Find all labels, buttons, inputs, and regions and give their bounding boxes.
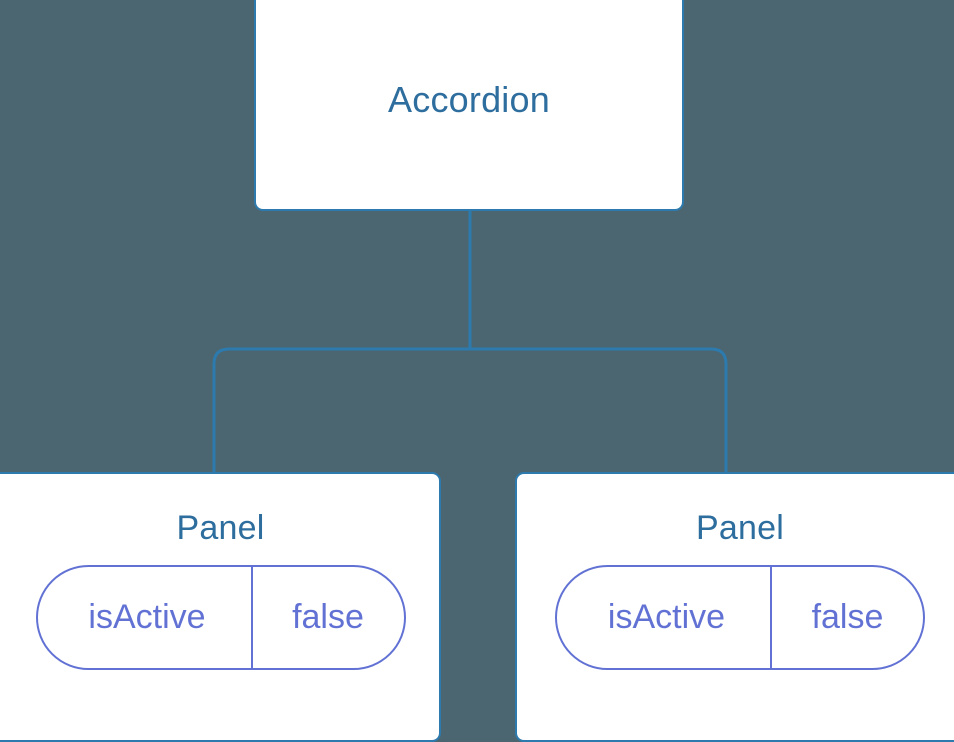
node-title: Accordion [388,78,550,120]
node-body: Panel isActive false [35,509,406,671]
edge-accordion-to-panel-left [212,347,470,476]
edge-accordion-to-panel-right [470,347,728,476]
prop-value: false [292,598,364,637]
prop-divider [250,567,253,669]
prop-key: isActive [88,598,206,637]
prop-pill-isactive[interactable]: isActive false [35,565,406,671]
node-panel-right[interactable]: Panel isActive false [515,472,954,742]
node-body: Panel isActive false [555,509,925,671]
node-panel-left[interactable]: Panel isActive false [0,472,441,742]
node-title: Panel [696,509,784,547]
node-title: Panel [176,509,265,547]
prop-pill-isactive[interactable]: isActive false [555,565,925,671]
prop-divider [770,567,772,669]
prop-key: isActive [607,598,726,637]
node-accordion[interactable]: Accordion [254,0,684,211]
prop-value: false [811,598,884,637]
